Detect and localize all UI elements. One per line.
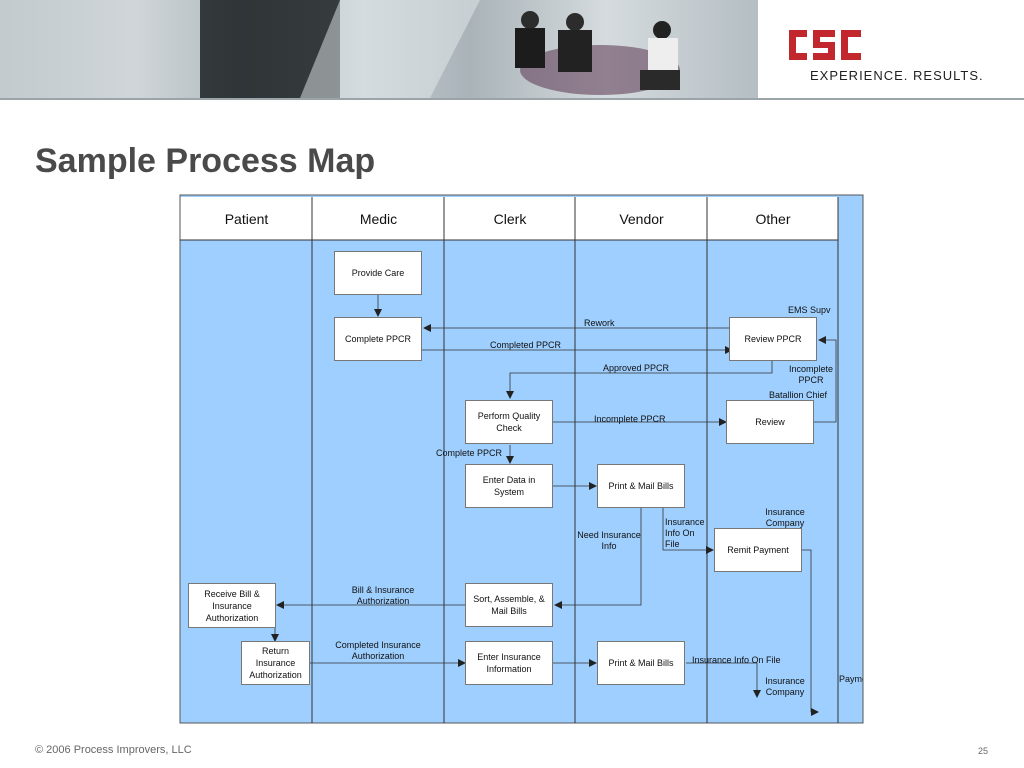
lane-header-vendor: Vendor [619,210,664,227]
label-insurance-company-1: Insurance Company [765,507,805,528]
arrow-info-on-file [662,508,714,554]
label-approved-ppcr: Approved PPCR [603,363,670,373]
node-print-mail-bills-1: Print & Mail Bills [597,464,685,508]
arrow-info-on-file-2 [686,662,761,698]
label-insurance-info-on-file: Insurance Info On File [665,517,705,549]
banner-photo-illustration [0,0,680,98]
label-complete-ppcr: Complete PPCR [436,448,503,458]
arrow-approved-ppcr [506,361,773,399]
label-bill-insurance-auth: Bill & Insurance Authorization [351,585,415,606]
label-need-insurance-info: Need Insurance Info [577,530,641,551]
diagram-frame [179,194,864,724]
header-banner: EXPERIENCE. RESULTS. [0,0,1024,100]
label-rework: Rework [584,318,615,328]
node-provide-care: Provide Care [334,251,422,295]
label-completed-insurance-auth: Completed Insurance Authorization [335,640,421,661]
node-receive-bill: Receive Bill & Insurance Authorization [188,583,276,628]
node-enter-insurance: Enter Insurance Information [465,641,553,685]
diagram-background [180,195,863,723]
node-print-mail-bills-2: Print & Mail Bills [597,641,685,685]
footer-copyright: © 2006 Process Improvers, LLC [35,744,192,756]
label-completed-ppcr: Completed PPCR [490,340,562,350]
label-insurance-company-2: Insurance Company [765,676,805,697]
label-insurance-info-on-file-h: Insurance Info On File [692,655,781,665]
node-sort-assemble: Sort, Assemble, & Mail Bills [465,583,553,627]
arrow-payment [802,549,819,716]
banner-divider [0,98,1024,100]
node-enter-data: Enter Data in System [465,464,553,508]
label-ems-supv: EMS Supv [788,305,831,315]
lane-header-clerk: Clerk [493,210,527,227]
arrow-need-info [554,508,642,609]
label-incomplete-ppcr-side: Incomplete PPCR [788,364,834,385]
label-incomplete-ppcr: Incomplete PPCR [594,414,666,424]
label-payment: Payme [839,674,863,684]
lane-header-other: Other [755,210,791,227]
label-batallion-chief: Batallion Chief [769,390,828,400]
arrow-incomplete-ppcr-loop [813,336,837,423]
lane-header-patient: Patient [224,210,269,227]
banner-photo [0,0,758,98]
lane-header-bar [180,197,838,240]
csc-logo [789,30,861,60]
page-title: Sample Process Map [35,142,376,180]
lane-header-medic: Medic [359,210,398,227]
brand-tagline: EXPERIENCE. RESULTS. [810,68,984,83]
page-number: 25 [978,746,989,756]
node-return-auth: Return Insurance Authorization [241,641,310,685]
node-review-ppcr: Review PPCR [729,317,817,361]
node-perform-quality-check: Perform Quality Check [465,400,553,444]
node-complete-ppcr: Complete PPCR [334,317,422,361]
node-remit-payment: Remit Payment [714,528,802,572]
node-review: Review [726,400,814,444]
